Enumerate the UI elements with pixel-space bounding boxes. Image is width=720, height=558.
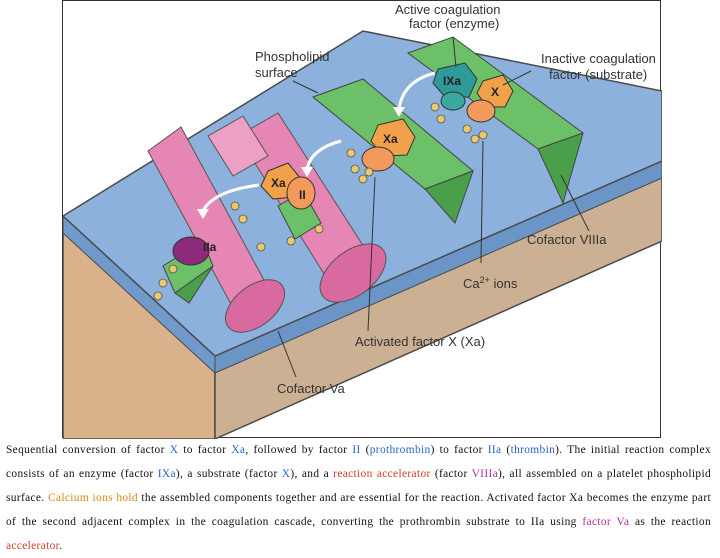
label-active-line1: Active coagulation xyxy=(395,2,501,17)
factor-x-label: X xyxy=(491,85,499,99)
diagram-canvas: IIa Xa II Xa IXa X xyxy=(63,1,662,439)
label-cofactor-va: Cofactor Va xyxy=(277,381,345,396)
factor-xa-mid-label: Xa xyxy=(383,132,398,146)
factor-iia-label: IIa xyxy=(203,240,217,254)
label-phospholipid-line2: surface xyxy=(255,65,298,80)
factor-ixa-body xyxy=(441,92,465,110)
label-phospholipid-line1: Phospholipid xyxy=(255,49,329,64)
label-inactive-line1: Inactive coagulation xyxy=(541,51,656,66)
factor-ii-label: II xyxy=(299,188,306,202)
label-active-line2: factor (enzyme) xyxy=(409,16,499,31)
factor-xa-left-label: Xa xyxy=(271,176,286,190)
label-inactive-line2: factor (substrate) xyxy=(549,67,647,82)
label-ca-ions: Ca2+ ions xyxy=(463,275,518,291)
factor-ixa-label: IXa xyxy=(443,74,461,88)
label-cofactor-viiia: Cofactor VIIIa xyxy=(527,232,607,247)
figure-caption: Sequential conversion of factor X to fac… xyxy=(6,438,711,558)
factor-xa-mid-body xyxy=(362,147,394,171)
factor-x-body xyxy=(467,100,495,122)
label-activated-x: Activated factor X (Xa) xyxy=(355,334,485,349)
coagulation-diagram: IIa Xa II Xa IXa X xyxy=(62,0,661,438)
